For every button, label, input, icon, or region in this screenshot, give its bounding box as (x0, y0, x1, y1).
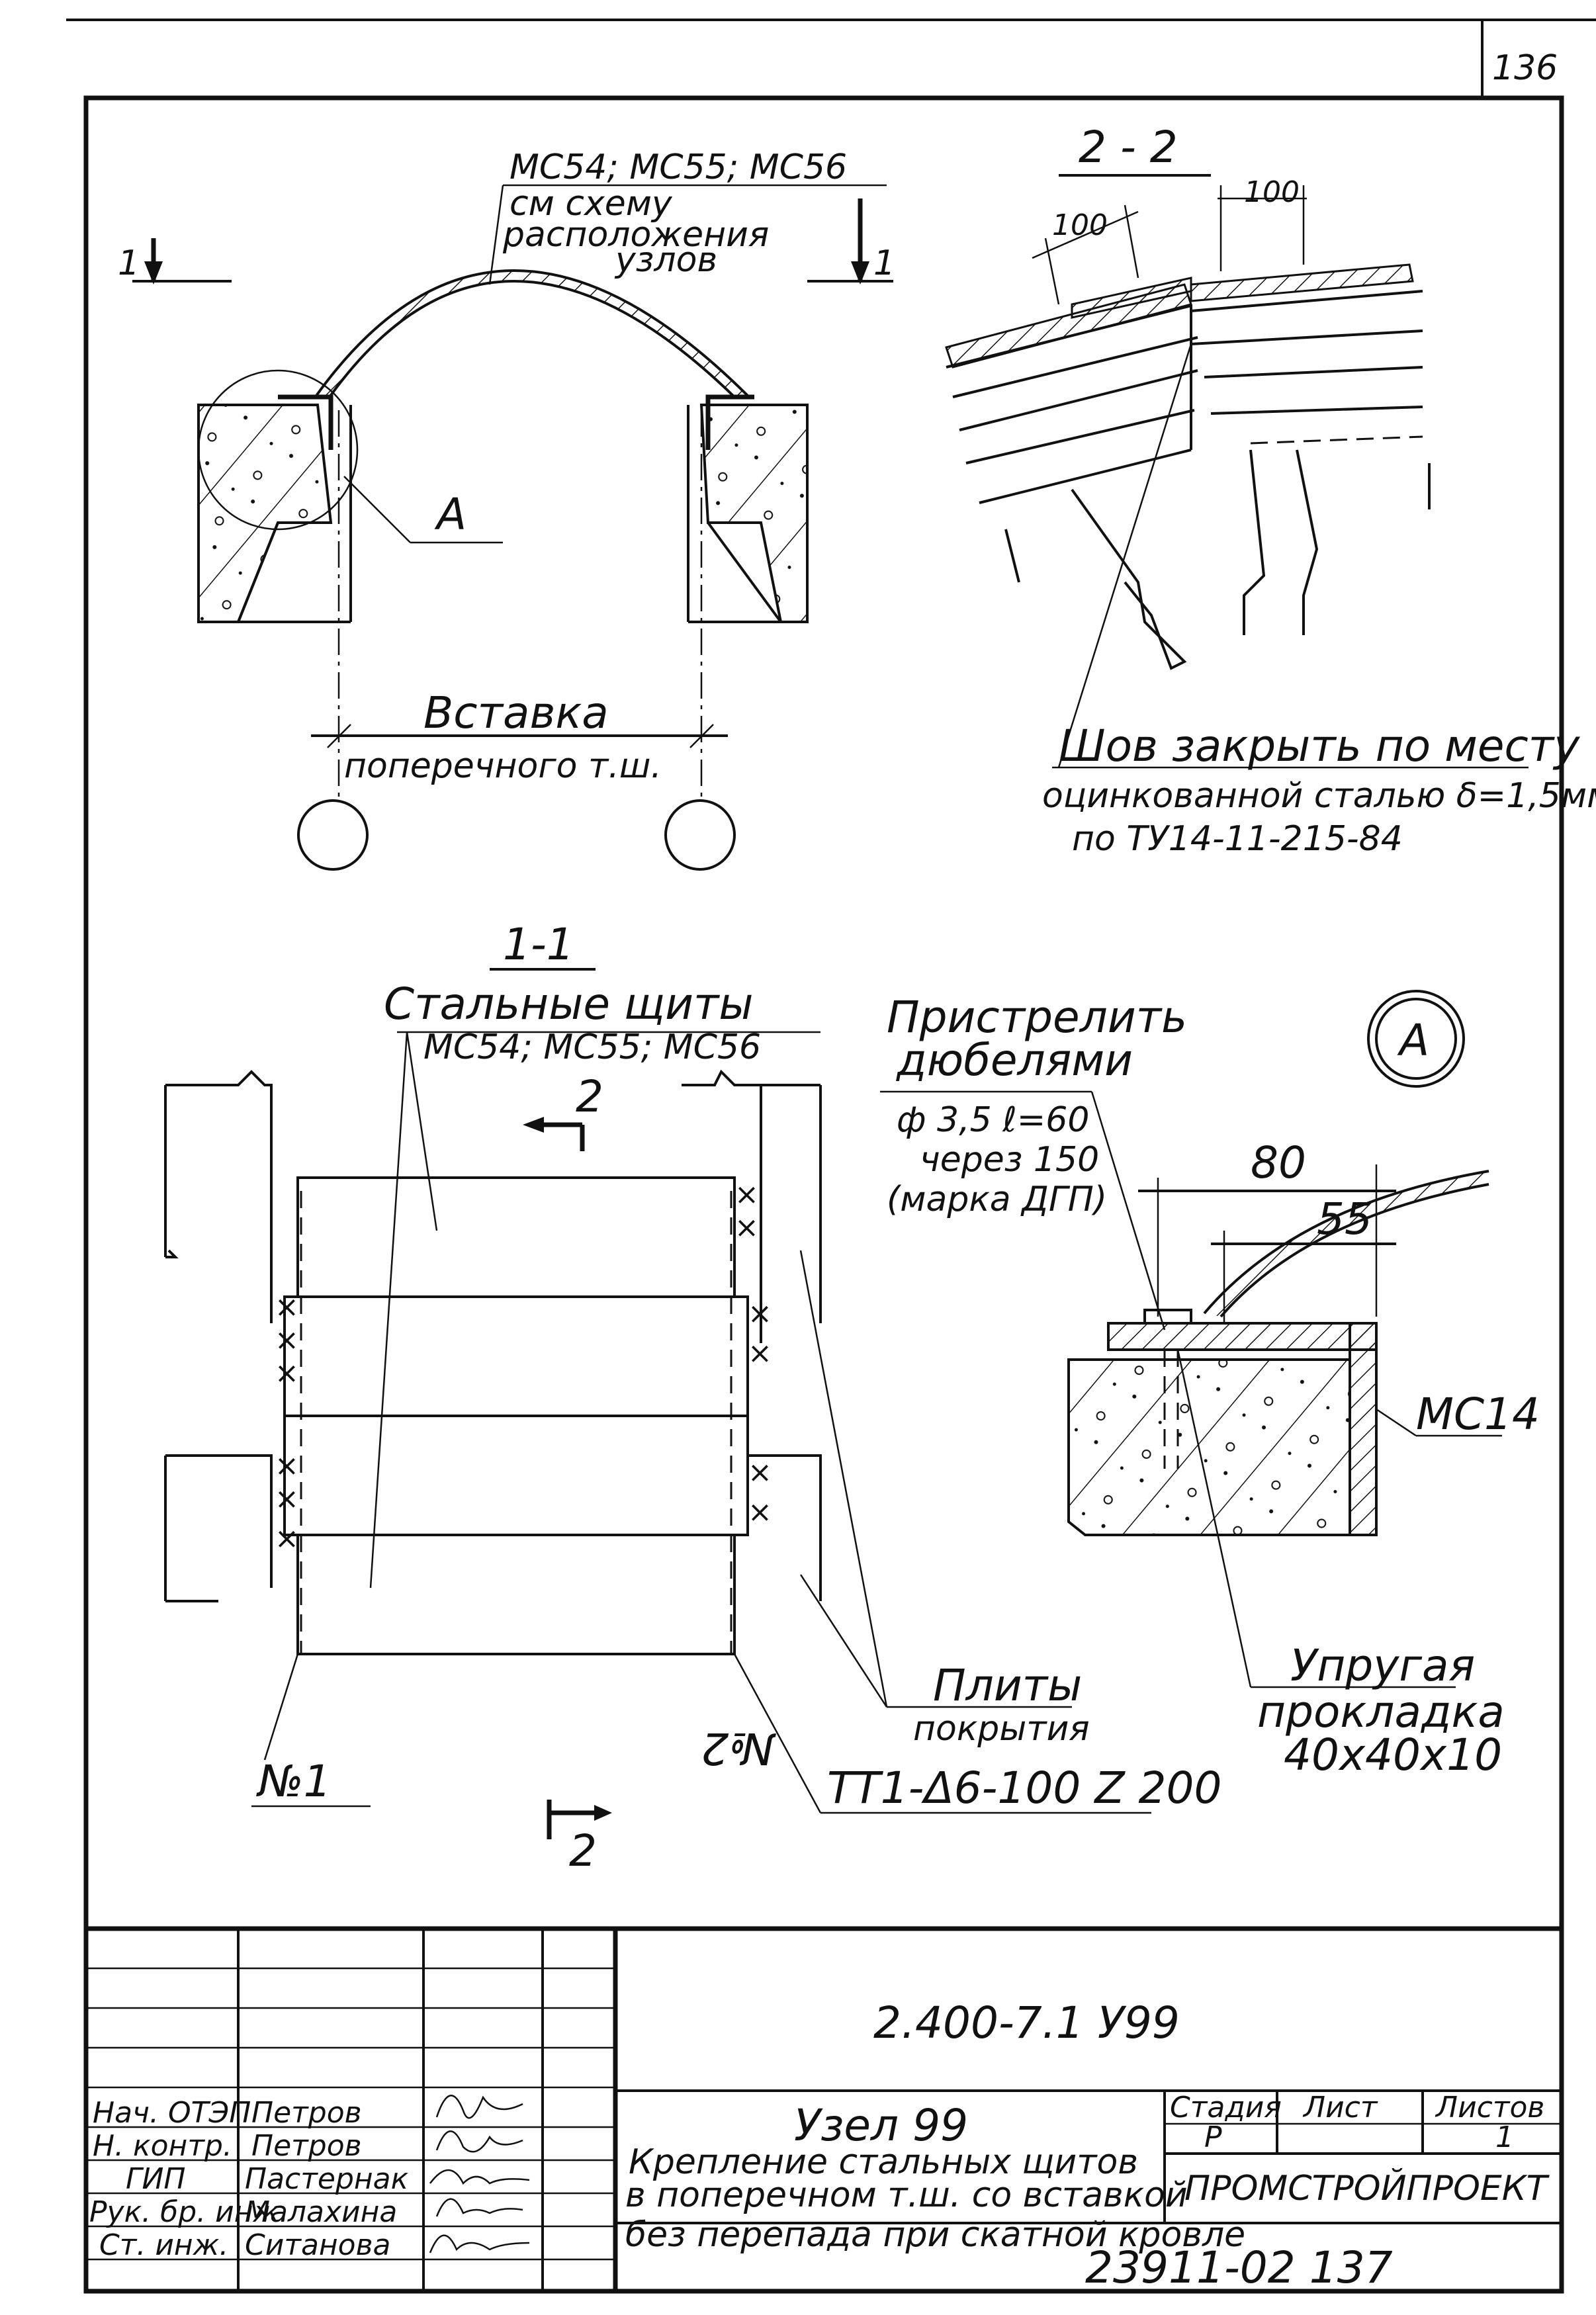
org-name: ПРОМСТРОЙПРОЕКТ (1184, 2168, 1550, 2208)
name-0: Петров (251, 2096, 362, 2130)
signature-3 (435, 2198, 523, 2217)
marker-no2: №2 (701, 1723, 776, 1774)
weld-x-right-4: × (748, 1336, 772, 1370)
role-0: Нач. ОТЭП (93, 2096, 251, 2130)
weld-x-left-4: × (275, 1449, 299, 1483)
signature-2 (429, 2169, 530, 2185)
note-line-2: оцинкованной сталью δ=1,5мм (1042, 776, 1596, 816)
section-2-2-title: 2 - 2 (1079, 122, 1178, 173)
detail-a-callout: А (1397, 1015, 1429, 1066)
section-mark-2-top: 2 (576, 1071, 603, 1122)
section-1-1: 1-1 Стальные щиты МС54; МС55; МС56 2 (164, 919, 1222, 1876)
name-4: Ситанова (245, 2228, 391, 2262)
signatures: Нач. ОТЭП Петров Н. контр. Петров ГИП Па… (89, 2095, 530, 2262)
left-support (197, 369, 359, 623)
shields-label-2: МС54; МС55; МС56 (423, 1027, 761, 1067)
node-title: Узел 99 (794, 2100, 968, 2151)
signature-4 (429, 2234, 530, 2253)
weld-x-right-6: × (748, 1495, 772, 1529)
weld-x-left-2: × (275, 1323, 299, 1357)
note-line-1: Шов закрыть по месту (1059, 721, 1580, 771)
role-2: ГИП (126, 2162, 186, 2196)
weld-x-right-5: × (748, 1456, 772, 1489)
archive-number: 23911-02 137 (1085, 2242, 1393, 2293)
dowel-note-4: через 150 (920, 1140, 1099, 1180)
doc-code: 2.400-7.1 У99 (873, 1997, 1180, 2048)
insert-sublabel: поперечного т.ш. (344, 746, 662, 786)
weld-x-right-1: × (734, 1178, 759, 1211)
detail-a: А Пристрелить дюбелями ф 3,5 ℓ=60 через … (880, 990, 1540, 1780)
weld-x-left-5: × (275, 1482, 299, 1516)
right-support (687, 394, 809, 623)
shield-label-3: расположения (502, 215, 769, 255)
role-3: Рук. бр. инж. (89, 2195, 288, 2229)
shield-label-2: см схему (510, 184, 673, 224)
weld-label: ТТ1-Δ6-100 Z 200 (827, 1763, 1222, 1813)
dowel-note-1: Пристрелить (887, 992, 1187, 1043)
sheets-value: 1 (1495, 2120, 1514, 2154)
pad-label-3: 40x40x10 (1284, 1729, 1502, 1780)
section-mark-1-right: 1 (873, 243, 895, 283)
note-line-3: по ТУ14-11-215-84 (1072, 819, 1403, 859)
stage-value: Р (1204, 2120, 1222, 2154)
sheet-frame: 136 (66, 19, 1596, 2294)
role-1: Н. контр. (93, 2129, 232, 2163)
dowel-note-5: (марка ДГП) (887, 1180, 1107, 1219)
shield-label-1: МС54; МС55; МС56 (510, 148, 847, 187)
page-number: 136 (1492, 48, 1558, 88)
top-view: МС54; МС55; МС56 см схему расположения у… (118, 148, 895, 871)
signature-1 (435, 2130, 523, 2153)
signature-0 (435, 2095, 523, 2119)
name-3: Малахина (245, 2195, 397, 2229)
detail-callout-a-top: А (434, 489, 466, 540)
section-1-1-title: 1-1 (503, 919, 574, 970)
weld-x-right-3: × (748, 1297, 772, 1331)
angle-label: МС14 (1416, 1389, 1540, 1440)
weld-x-left-6: × (275, 1522, 299, 1555)
title-block: 2.400-7.1 У99 Узел 99 Крепление стальных… (86, 1926, 1562, 2293)
dim-80: 80 (1251, 1137, 1306, 1188)
slabs-label-1: Плиты (933, 1660, 1082, 1711)
section-mark-1-left: 1 (118, 243, 140, 283)
weld-x-left-1: × (275, 1290, 299, 1324)
weld-x-right-2: × (734, 1211, 759, 1245)
dowel-note-2: дюбелями (896, 1035, 1133, 1086)
section-mark-2-bottom: 2 (569, 1825, 597, 1876)
dim-100-right: 100 (1244, 175, 1300, 209)
shield-label-4: узлов (614, 240, 717, 280)
section-2-2: 2 - 2 100 100 Шов закрыт (945, 122, 1596, 859)
desc-line-3: без перепада при скатной кровле (625, 2215, 1245, 2255)
slabs-label-2: покрытия (913, 1709, 1090, 1749)
desc-line-2: в поперечном т.ш. со вставкой (625, 2175, 1188, 2215)
col-stage: Стадия (1170, 2091, 1282, 2124)
pad-label-1: Упругая (1290, 1640, 1475, 1691)
shields-label-1: Стальные щиты (384, 979, 754, 1029)
col-sheet: Лист (1302, 2091, 1378, 2124)
role-4: Ст. инж. (99, 2228, 228, 2262)
marker-no1: №1 (256, 1756, 332, 1807)
col-sheets: Листов (1435, 2091, 1544, 2124)
weld-x-left-3: × (275, 1356, 299, 1390)
name-1: Петров (251, 2129, 362, 2163)
pad-label-2: прокладка (1257, 1686, 1505, 1737)
insert-label: Вставка (423, 687, 609, 738)
dowel-note-3: ф 3,5 ℓ=60 (897, 1100, 1089, 1140)
name-2: Пастернак (245, 2162, 409, 2196)
desc-line-1: Крепление стальных щитов (629, 2142, 1138, 2182)
